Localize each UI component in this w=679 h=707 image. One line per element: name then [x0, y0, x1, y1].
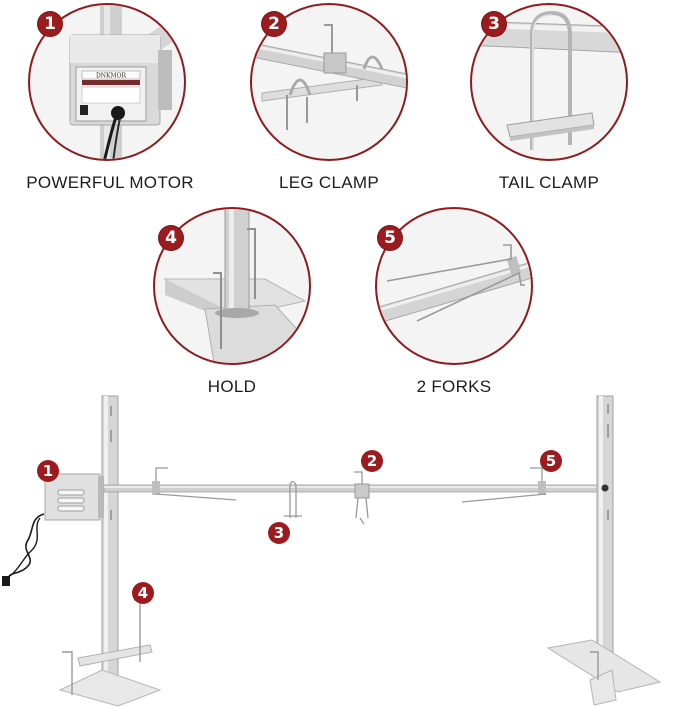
feature-label: TAIL CLAMP: [498, 173, 600, 192]
feature-number-badge: 2: [262, 12, 286, 36]
leg-clamp-icon: [252, 24, 406, 130]
callout-badge-leg-clamp: 2: [361, 450, 383, 472]
svg-text:DNKMOR: DNKMOR: [96, 73, 127, 80]
callout-badge-hold: 4: [132, 582, 154, 604]
forks-icon: [377, 244, 531, 325]
feature-label: HOLD: [207, 377, 257, 396]
callout-badge-motor: 1: [37, 460, 59, 482]
feature-label: POWERFUL MOTOR: [26, 173, 194, 192]
forks-detail-circle: [375, 207, 533, 365]
tail-clamp-icon: [472, 10, 626, 150]
motor-icon: DNKMOR: [69, 5, 184, 159]
rotisserie-assembly-illustration: [2, 395, 662, 707]
motor-detail-circle: DNKMOR: [28, 3, 186, 161]
callout-badge-forks: 5: [540, 450, 562, 472]
feature-number-badge: 1: [38, 12, 62, 36]
feature-number-badge: 3: [482, 12, 506, 36]
feature-label: LEG CLAMP: [278, 173, 379, 192]
callout-badge-tail-clamp: 3: [268, 522, 290, 544]
feature-number-badge: 5: [378, 226, 402, 250]
rotisserie-assembly: 1 2 3 4 5: [0, 390, 679, 707]
feature-label: 2 FORKS: [416, 377, 492, 396]
feature-number-badge: 4: [159, 226, 183, 250]
